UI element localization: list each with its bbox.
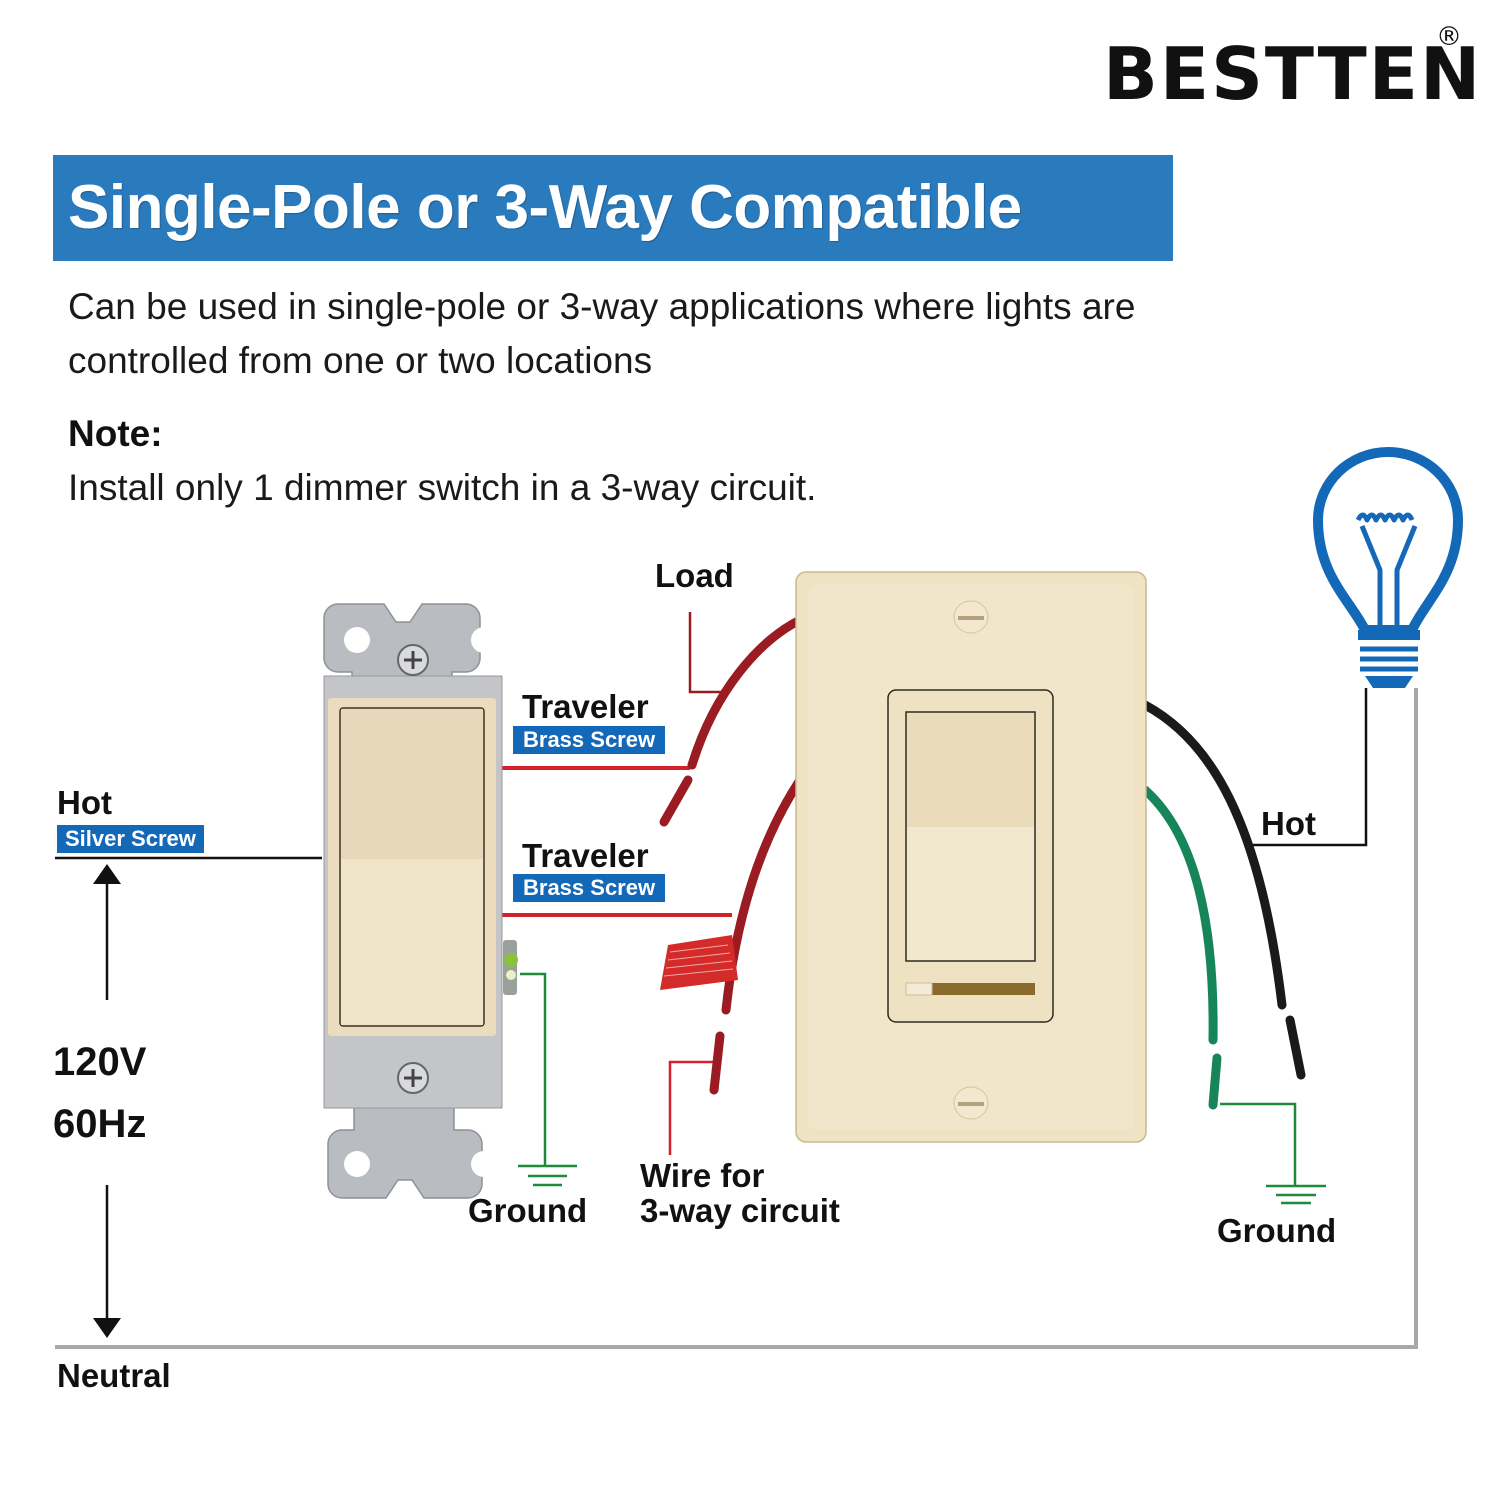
green-wire: [1140, 785, 1218, 1045]
title-banner: [53, 155, 1173, 261]
ground-right-label: Ground: [1217, 1212, 1337, 1249]
brand-logo: BESTTEN: [1103, 32, 1483, 116]
brass-screw-badge-1: Brass Screw: [513, 726, 666, 754]
hot-right-leader: [1247, 688, 1368, 847]
traveler-1-label: Traveler: [522, 688, 649, 725]
wire-3way-leader: [668, 1060, 715, 1155]
hot-right-label: Hot: [1261, 805, 1316, 842]
load-label: Load: [655, 557, 734, 594]
light-bulb-icon: [1313, 447, 1463, 688]
black-wire: [1140, 700, 1287, 1010]
arrow-down-icon: [93, 1185, 121, 1338]
description-line-1: Can be used in single-pole or 3-way appl…: [68, 286, 1136, 327]
three-way-switch: [323, 603, 518, 1199]
description-line-2: controlled from one or two locations: [68, 340, 653, 381]
neutral-line: [55, 688, 1418, 1349]
voltage-label: 120V: [53, 1040, 147, 1084]
ground-right-symbol: [1220, 1102, 1326, 1205]
wire-3way-line-2: 3-way circuit: [640, 1192, 840, 1229]
neutral-label: Neutral: [57, 1357, 171, 1394]
frequency-label: 60Hz: [53, 1102, 147, 1146]
wire-3way-line-1: Wire for: [640, 1157, 765, 1194]
arrow-up-icon: [93, 864, 121, 1000]
note-text: Install only 1 dimmer switch in a 3-way …: [68, 467, 817, 508]
registered-mark: ®: [1436, 22, 1462, 52]
note-heading: Note:: [68, 413, 163, 454]
description: Can be used in single-pole or 3-way appl…: [68, 280, 1408, 388]
ground-left-label: Ground: [468, 1192, 588, 1229]
wire-3way-label: Wire for 3-way circuit: [640, 1158, 840, 1228]
banner-title: Single-Pole or 3-Way Compatible: [68, 173, 1022, 242]
ground-left-symbol: [518, 972, 577, 1187]
load-leader: [688, 612, 722, 694]
red-wires: [659, 615, 829, 1095]
dimmer-switch: [795, 571, 1147, 1143]
brass-screw-badge-2: Brass Screw: [513, 874, 666, 902]
traveler-2-label: Traveler: [522, 837, 649, 874]
silver-screw-badge: Silver Screw: [57, 825, 204, 853]
hot-left-label: Hot: [57, 784, 112, 821]
warning-tag: [660, 935, 738, 990]
